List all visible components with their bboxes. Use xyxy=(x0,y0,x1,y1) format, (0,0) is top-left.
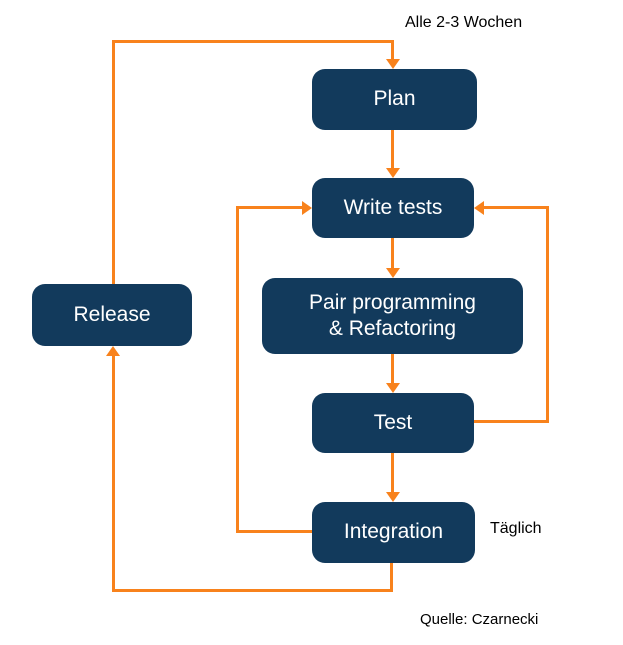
edge-test-loop-bottom-line xyxy=(474,420,549,423)
node-write-tests: Write tests xyxy=(312,178,474,238)
daily-cycle-label: Täglich xyxy=(490,520,542,537)
edge-daily-loop-bottom-line xyxy=(236,530,312,533)
source-credit-label: Quelle: Czarnecki xyxy=(420,611,539,628)
edge-daily-loop-left-line xyxy=(236,206,239,533)
node-test-label: Test xyxy=(373,410,413,434)
edge-test-loop-top-line xyxy=(484,206,547,209)
arrowhead-down-icon xyxy=(386,383,400,393)
arrowhead-down-icon xyxy=(386,492,400,502)
edge-test-loop-right-line xyxy=(546,206,549,423)
edge-release-loop-left-line xyxy=(112,355,115,592)
node-pair-label-line2: & Refactoring xyxy=(328,317,457,340)
arrowhead-left-icon xyxy=(474,201,484,215)
edge-daily-loop-top-line xyxy=(236,206,303,209)
arrowhead-down-icon xyxy=(386,59,400,69)
node-integration: Integration xyxy=(312,502,475,563)
node-release: Release xyxy=(32,284,192,346)
edge-write-tests-to-pair-line xyxy=(391,238,394,269)
node-write-tests-label: Write tests xyxy=(343,195,443,219)
edge-plan-to-write-tests-line xyxy=(391,130,394,169)
node-test: Test xyxy=(312,393,474,453)
edge-plan-loop-top-line xyxy=(112,40,394,43)
node-pair-programming: Pair programming & Refactoring xyxy=(262,278,523,354)
edge-test-to-integration-line xyxy=(391,453,394,493)
edge-pair-to-test-line xyxy=(391,354,394,384)
node-integration-label: Integration xyxy=(343,520,444,544)
node-release-label: Release xyxy=(73,302,151,326)
edge-release-loop-bottom-line xyxy=(112,589,393,592)
edge-plan-loop-right-line xyxy=(391,40,394,60)
edge-release-loop-right-line xyxy=(390,563,393,592)
edge-plan-loop-left-line xyxy=(112,40,115,284)
arrowhead-right-icon xyxy=(302,201,312,215)
arrowhead-down-icon xyxy=(386,168,400,178)
node-plan-label: Plan xyxy=(373,87,416,111)
arrowhead-up-icon xyxy=(106,346,120,356)
node-pair-label-line1: Pair programming xyxy=(309,290,476,314)
arrowhead-down-icon xyxy=(386,268,400,278)
cycle-duration-label: Alle 2-3 Wochen xyxy=(405,14,523,31)
node-plan: Plan xyxy=(312,69,477,130)
